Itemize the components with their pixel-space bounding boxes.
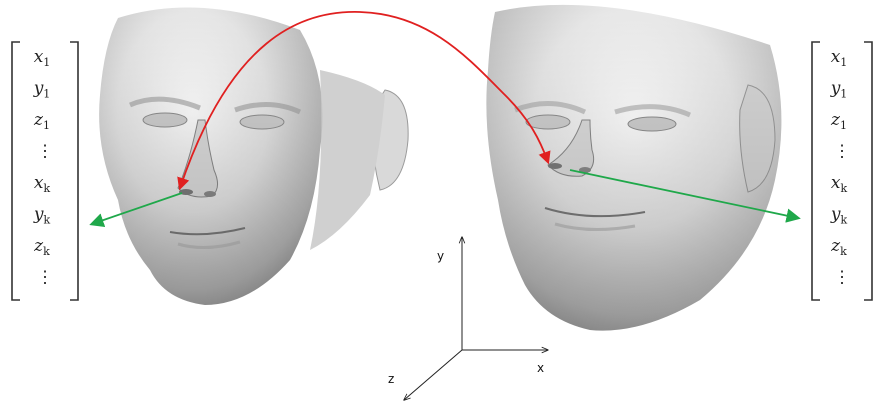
left-vector-entry-zk: zk [33, 236, 50, 258]
right-vector-entry-zk: zk [830, 236, 847, 258]
x-axis-label: x [537, 361, 544, 375]
z-axis-label: z [388, 372, 394, 386]
left-vector-open-bracket [12, 42, 20, 300]
left-vector-entry-yk: yk [33, 205, 51, 227]
y-axis-label: y [437, 249, 444, 263]
right-coordinate-vector: x1 y1 z1 ⋮ xk yk zk ⋮ [812, 42, 872, 300]
left-vector-entry-y1: y1 [33, 79, 51, 101]
right-vector-entry-yk: yk [830, 205, 848, 227]
right-vector-entry-z1: z1 [830, 110, 847, 132]
left-vector-entry-z1: z1 [33, 110, 50, 132]
right-vector-entry-xk: xk [831, 173, 848, 195]
right-vector-vertical-ellipsis: ⋮ [834, 268, 851, 288]
right-vector-open-bracket [812, 42, 820, 300]
left-vector-vertical-ellipsis: ⋮ [37, 142, 54, 162]
right-vector-entry-y1: y1 [830, 79, 848, 101]
right-vector-vertical-ellipsis: ⋮ [834, 142, 851, 162]
right-vector-close-bracket [864, 42, 872, 300]
left-vector-vertical-ellipsis: ⋮ [37, 268, 54, 288]
right-face-mesh [486, 5, 781, 331]
z-axis [404, 350, 462, 400]
left-vector-close-bracket [70, 42, 78, 300]
right-vector-entry-x1: x1 [831, 47, 848, 69]
left-vector-entry-xk: xk [34, 173, 51, 195]
left-vector-entry-x1: x1 [34, 47, 51, 69]
left-coordinate-vector: x1 y1 z1 ⋮ xk yk zk ⋮ [12, 42, 78, 300]
left-face-mesh [99, 7, 408, 305]
